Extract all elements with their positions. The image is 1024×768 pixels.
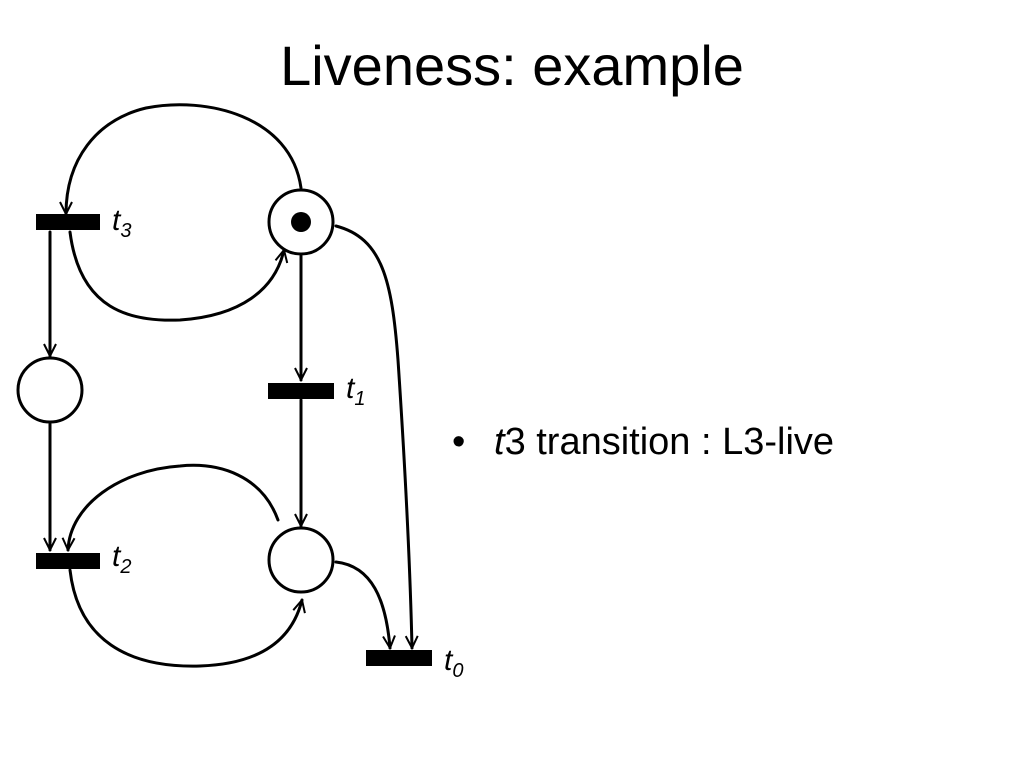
bullet-text: t3 transition : L3-live (494, 418, 834, 466)
label-t1: t1 (346, 372, 365, 410)
bullet-mark: • (452, 421, 466, 463)
place-left (16, 356, 84, 424)
transition-t1-bar (268, 383, 334, 399)
transition-t0-bar (366, 650, 432, 666)
label-t0: t0 (444, 644, 463, 682)
bullet-item: • t3 transition : L3-live (452, 418, 834, 466)
arc-p1-to-t0 (334, 224, 412, 650)
bullet-variable: t (494, 421, 505, 463)
label-t3: t3 (112, 204, 131, 242)
arc-p1-to-t3 (66, 103, 303, 216)
arc-t2-to-p3 (68, 568, 302, 668)
arc-p3-to-t2 (68, 463, 280, 552)
bullet-rest: 3 transition : L3-live (504, 421, 835, 463)
transition-t3-bar (36, 214, 100, 230)
label-t2: t2 (112, 540, 131, 578)
token (291, 212, 311, 232)
arc-t3-to-p1 (68, 230, 284, 322)
bullet-list: • t3 transition : L3-live (452, 418, 834, 466)
arc-p3-to-t0 (334, 560, 390, 648)
place-bottom-right (267, 526, 335, 594)
slide-title: Liveness: example (280, 34, 744, 97)
transition-t2-bar (36, 553, 100, 569)
